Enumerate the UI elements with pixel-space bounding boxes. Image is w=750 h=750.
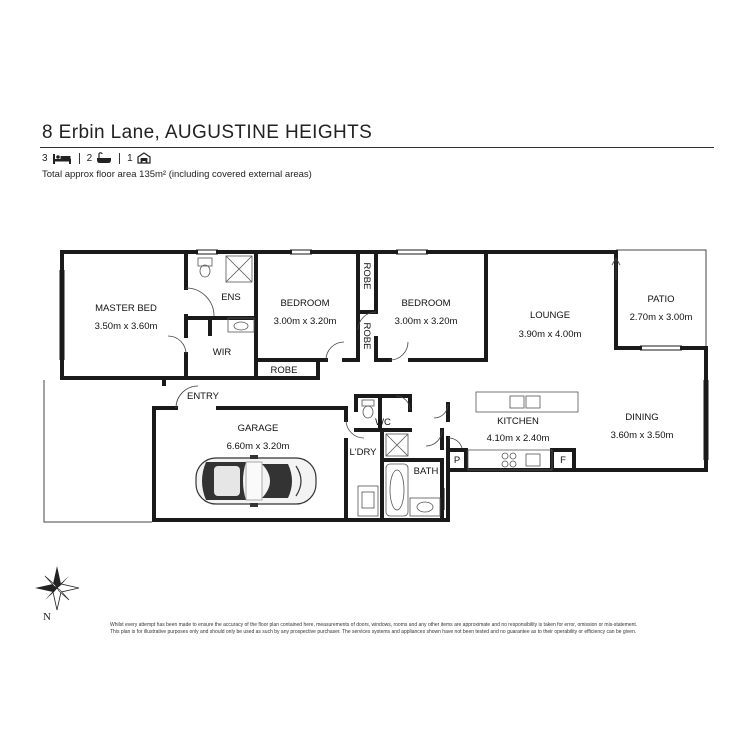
patio-size: 2.70m x 3.00m — [630, 312, 693, 323]
wc-label: WC — [375, 417, 391, 428]
bedroom-3-label: BEDROOM — [401, 298, 450, 309]
disclaimer-line-2: This plan is for illustrative purposes o… — [110, 629, 637, 635]
dining-size: 3.60m x 3.50m — [611, 430, 674, 441]
wir-label: WIR — [213, 347, 232, 358]
compass-rose-icon: N — [35, 566, 80, 623]
laundry-label: L'DRY — [350, 447, 378, 458]
robe-label: ROBE — [361, 323, 372, 350]
lounge-size: 3.90m x 4.00m — [519, 329, 582, 340]
walls — [60, 250, 708, 522]
floor-area-note: Total approx floor area 135m² (including… — [42, 169, 312, 180]
car-icon — [137, 152, 151, 164]
bedroom-count: 3 — [42, 152, 48, 164]
entry-label: ENTRY — [187, 391, 220, 402]
bath-icon — [97, 152, 112, 163]
header-divider — [40, 147, 714, 148]
north-label: N — [43, 611, 51, 623]
car-space-count: 1 — [127, 152, 133, 164]
master-bed-label: MASTER BED — [95, 303, 157, 314]
fixtures — [197, 255, 579, 517]
feature-separator — [78, 152, 80, 164]
room-labels: MASTER BED 3.50m x 3.60m ENS WIR BEDROOM… — [95, 263, 693, 477]
windows — [59, 249, 709, 510]
dining-label: DINING — [625, 412, 658, 423]
bedroom-2-label: BEDROOM — [280, 298, 329, 309]
kitchen-size: 4.10m x 2.40m — [487, 433, 550, 444]
car-icon — [195, 455, 317, 507]
bedroom-3-size: 3.00m x 3.20m — [395, 316, 458, 327]
bedroom-2-size: 3.00m x 3.20m — [274, 316, 337, 327]
property-address: 8 Erbin Lane, AUGUSTINE HEIGHTS — [42, 122, 373, 143]
bath-label: BATH — [414, 466, 439, 477]
ens-label: ENS — [221, 292, 241, 303]
lounge-label: LOUNGE — [530, 310, 570, 321]
garage-size: 6.60m x 3.20m — [227, 441, 290, 452]
robe-label: ROBE — [271, 365, 298, 376]
patio-label: PATIO — [647, 294, 674, 305]
kitchen-label: KITCHEN — [497, 416, 539, 427]
garage-label: GARAGE — [238, 423, 279, 434]
bed-icon — [52, 153, 71, 164]
master-bed-size: 3.50m x 3.60m — [95, 321, 158, 332]
disclaimer-line-1: Whilst every attempt has been made to en… — [110, 622, 638, 628]
feature-separator — [119, 152, 121, 164]
robe-label: ROBE — [361, 263, 372, 290]
fridge-label: F — [560, 455, 566, 466]
property-features: 3 2 1 — [42, 152, 151, 164]
bathroom-count: 2 — [86, 152, 93, 164]
door-swings — [167, 257, 621, 449]
pantry-label: P — [454, 455, 460, 466]
